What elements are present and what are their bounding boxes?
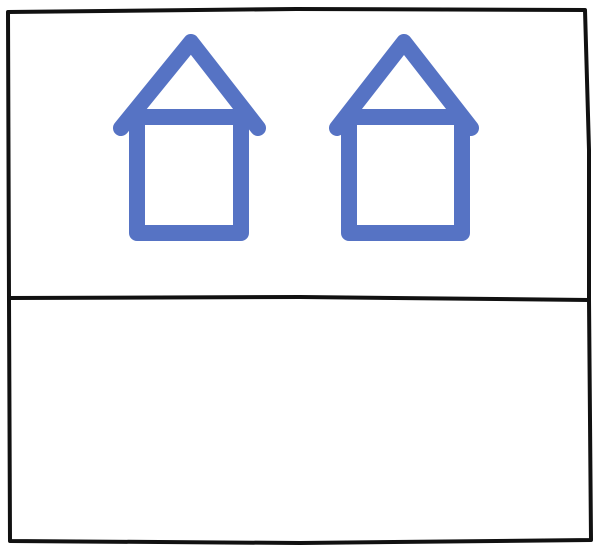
house-right-house-outline-icon [329, 34, 479, 241]
house-left [113, 34, 266, 241]
house-right [329, 34, 479, 241]
panel-divider [7, 294, 591, 302]
house-left-house-outline-icon [113, 34, 266, 241]
frame-outer-border [6, 7, 593, 545]
frame [6, 7, 593, 545]
top-panel [113, 34, 479, 241]
